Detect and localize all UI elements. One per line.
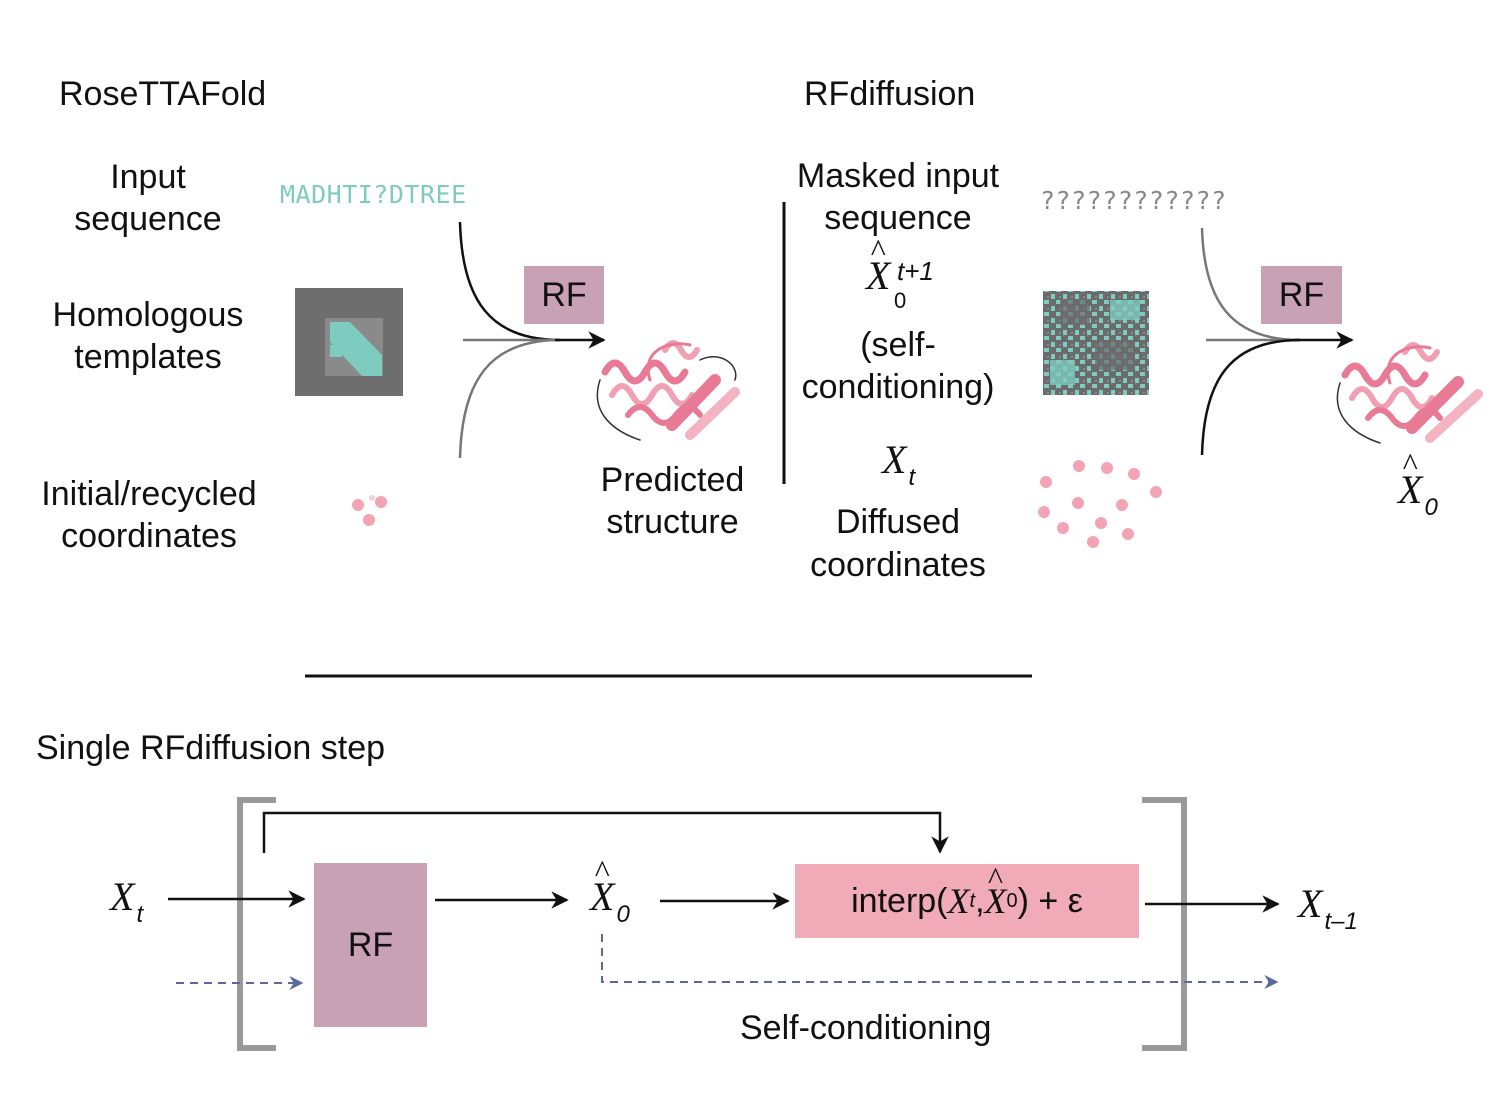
rosettafold-input-arrows bbox=[458, 221, 606, 459]
selfcond-superscript: t+1 bbox=[897, 256, 934, 286]
rf-box-rfdiffusion: RF bbox=[1261, 266, 1342, 324]
templates-label-line2: templates bbox=[74, 338, 222, 376]
output-structure-icon bbox=[1336, 342, 1483, 444]
selfcond-symbol: X bbox=[866, 252, 890, 299]
skip-connection-arrow bbox=[262, 811, 949, 854]
output-x0-symbol: X0 bbox=[1398, 466, 1438, 522]
rosettafold-title: RoseTTAFold bbox=[59, 75, 267, 113]
left-bracket bbox=[237, 797, 276, 1051]
diffused-label-line1: Diffused bbox=[835, 503, 961, 541]
masked-sequence: ???????????? bbox=[1040, 186, 1227, 215]
predicted-label-line2: structure bbox=[606, 503, 739, 541]
predicted-structure-icon bbox=[596, 340, 740, 441]
interp-xhat-sub: 0 bbox=[1006, 889, 1018, 912]
rfdiffusion-input-arrows bbox=[1200, 227, 1354, 456]
self-conditioning-map-icon bbox=[1043, 291, 1149, 395]
self-conditioning-label: Self-conditioning bbox=[740, 1009, 992, 1047]
selfcond-label-line1: (self- bbox=[860, 326, 936, 364]
rf-box-rosettafold: RF bbox=[524, 266, 604, 324]
template-map-icon bbox=[295, 288, 403, 396]
initial-coordinates-icon bbox=[352, 495, 387, 526]
rf-box-step: RF bbox=[314, 863, 427, 1027]
diffused-coordinates-icon bbox=[1038, 460, 1162, 548]
selfcond-subscript: 0 bbox=[894, 288, 907, 313]
selfcond-label-line2: conditioning) bbox=[801, 368, 995, 406]
templates-label-line1: Homologous bbox=[52, 296, 244, 334]
bottom-xt-symbol: Xt bbox=[110, 874, 144, 928]
input-label-line1: Input bbox=[110, 158, 186, 196]
right-bracket bbox=[1142, 797, 1187, 1051]
coords-label-line2: coordinates bbox=[61, 517, 237, 555]
single-step-title: Single RFdiffusion step bbox=[36, 729, 386, 767]
interp-suffix: ) + ε bbox=[1017, 881, 1083, 920]
bottom-x0-symbol: X0 bbox=[590, 873, 630, 929]
interp-xhat: X bbox=[985, 880, 1007, 922]
interp-x-sub: t bbox=[969, 889, 976, 912]
masked-label-line2: sequence bbox=[824, 199, 972, 237]
bottom-xt-minus-1-symbol: Xt–1 bbox=[1298, 881, 1358, 935]
interp-prefix: interp( bbox=[851, 881, 948, 920]
interp-comma: , bbox=[975, 881, 985, 920]
predicted-label-line1: Predicted bbox=[600, 461, 745, 499]
selfcond-output-dashed-arrow bbox=[601, 934, 1279, 989]
input-sequence: MADHTI?DTREE bbox=[280, 180, 467, 209]
xt-symbol-top: Xt bbox=[882, 437, 916, 491]
rfdiffusion-title: RFdiffusion bbox=[804, 75, 976, 113]
coords-label-line1: Initial/recycled bbox=[41, 475, 257, 513]
interp-x: X bbox=[947, 881, 970, 921]
input-label-line2: sequence bbox=[74, 200, 222, 238]
masked-label-line1: Masked input bbox=[796, 157, 1000, 195]
interp-box: interp(Xt, X0) + ε bbox=[795, 864, 1139, 938]
diffused-label-line2: coordinates bbox=[810, 546, 986, 584]
